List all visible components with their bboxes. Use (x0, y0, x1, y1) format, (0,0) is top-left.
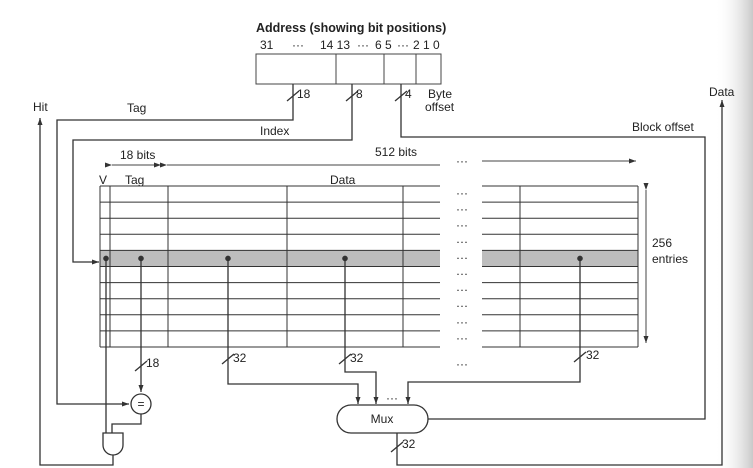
block-offset-wire (400, 84, 706, 420)
ellipsis: ··· (456, 154, 468, 168)
index-label: Index (260, 124, 289, 138)
and-gate (102, 432, 124, 456)
hit-wire (37, 118, 114, 466)
col-tag-header: Tag (125, 173, 144, 187)
bus-slash (134, 360, 148, 372)
row-ellipsis: ··· (456, 315, 468, 329)
selected-row-right (482, 250, 638, 267)
bus-slash (390, 441, 404, 453)
bus-slash (345, 90, 359, 102)
index-wire (72, 84, 353, 265)
row-ellipsis: ··· (456, 331, 468, 345)
byte-offset-label-2: offset (425, 100, 455, 114)
byte-offset-label: Byte (428, 87, 452, 101)
tag-wire (56, 84, 294, 407)
entries-label: entries (652, 252, 688, 266)
data-bits-label: 512 bits (375, 145, 417, 159)
svg-text:···: ··· (397, 38, 409, 52)
mux (336, 404, 429, 434)
svg-text:···: ··· (292, 38, 304, 52)
col-data-header: Data (330, 173, 356, 187)
ellipsis: ··· (386, 391, 398, 405)
index-width-label: 8 (356, 87, 363, 101)
address-bit-positions: 31 ··· 14 13 ··· 6 5 ··· 2 1 0 (260, 38, 440, 52)
word-width-label-1: 32 (233, 351, 247, 365)
svg-text:···: ··· (357, 38, 369, 52)
tag-width-label: 18 (297, 87, 311, 101)
compare-width-label: 18 (146, 356, 160, 370)
row-ellipsis: ··· (456, 186, 468, 200)
address-register (255, 53, 442, 85)
bus-slash (286, 90, 300, 102)
cache-table: ··· ··· ··· ··· ··· ··· ··· ··· ··· ··· (99, 185, 639, 348)
selected-row (100, 250, 440, 267)
row-ellipsis: ··· (456, 299, 468, 313)
col-v-header: V (99, 173, 107, 187)
svg-text:31: 31 (260, 38, 274, 52)
svg-text:14 13: 14 13 (320, 38, 350, 52)
row-ellipsis: ··· (456, 250, 468, 264)
svg-text:2 1 0: 2 1 0 (413, 38, 440, 52)
bus-slash (573, 351, 587, 363)
tag-label: Tag (127, 101, 146, 115)
word-width-label-3: 32 (586, 348, 600, 362)
comparator-symbol: = (137, 397, 144, 411)
row-ellipsis: ··· (456, 218, 468, 232)
bus-slash (394, 90, 408, 102)
block-offset-width-label: 4 (405, 87, 412, 101)
mux-label: Mux (371, 412, 394, 426)
data-out-label: Data (709, 85, 735, 99)
word15-wire (405, 258, 581, 404)
data-out-wire (396, 100, 725, 466)
row-ellipsis: ··· (456, 202, 468, 216)
bus-slash (338, 353, 352, 365)
word-width-label-2: 32 (350, 351, 364, 365)
compare-out-wire (111, 414, 142, 433)
tag-bits-label: 18 bits (120, 148, 155, 162)
svg-text:6 5: 6 5 (375, 38, 392, 52)
ellipsis: ··· (456, 357, 468, 371)
word0-wire (227, 258, 361, 404)
bus-slash (221, 353, 235, 365)
row-ellipsis: ··· (456, 267, 468, 281)
mux-out-width-label: 32 (402, 437, 416, 451)
block-offset-label: Block offset (632, 120, 694, 134)
row-ellipsis: ··· (456, 283, 468, 297)
word1-wire (344, 258, 379, 404)
hit-label: Hit (33, 100, 48, 114)
page-edge-shadow (715, 0, 753, 468)
row-ellipsis: ··· (456, 234, 468, 248)
entries-count-label: 256 (652, 236, 672, 250)
address-title: Address (showing bit positions) (256, 21, 446, 35)
